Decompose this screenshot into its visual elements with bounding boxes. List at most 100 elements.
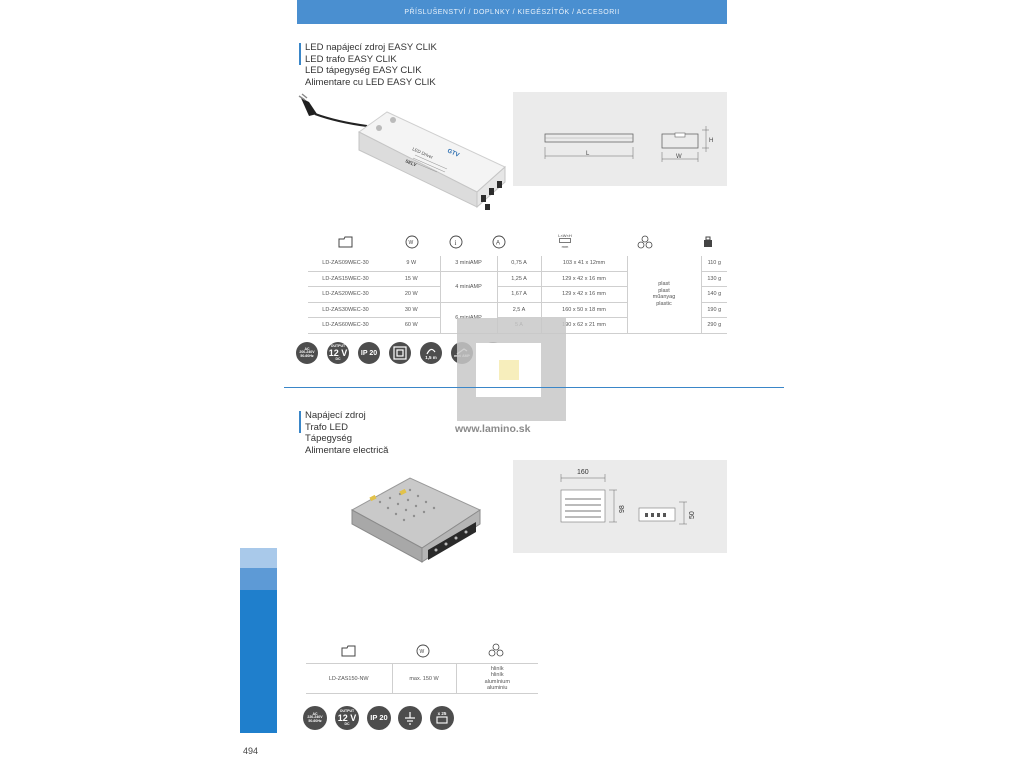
output-voltage: 12 V (337, 712, 357, 723)
side-tab-mid (240, 568, 277, 590)
dimension-drawing-panel: L W H (513, 92, 727, 186)
weight-cell: 290 g (700, 317, 727, 334)
product-code: LD-ZAS09WEC-30 (308, 256, 383, 272)
material-hu: alumínium (484, 678, 510, 685)
double-insulation-icon (389, 342, 411, 364)
dimensions-cell: 129 x 42 x 16 mm (540, 271, 627, 287)
power-cell: 20 W (383, 286, 440, 303)
product-code: LD-ZAS60WEC-30 (308, 317, 383, 334)
material-sk: hliník (490, 672, 504, 678)
ip-rating-badge: IP 20 (358, 342, 380, 364)
output-voltage-badge: OUTPUT 12 V DC (335, 706, 359, 730)
section1-title-sk: LED trafo EASY CLIK (305, 53, 397, 65)
watermark-text: www.lamino.sk (455, 423, 531, 435)
driver-brand-text: GTV (446, 148, 460, 159)
table-row: LD-ZAS15WEC-30 15 W 4 miniAMP 1,25 A 129… (308, 271, 727, 303)
ac-frequency: 50-60Hz (308, 718, 322, 723)
dimensions-cell: 129 x 42 x 16 mm (540, 286, 627, 303)
material-cz: hliník (490, 665, 504, 672)
power-cell: max. 150 W (391, 663, 456, 694)
info-icon: i (449, 235, 463, 249)
ac-input-badge: AC 220-240V 50-60Hz (303, 706, 327, 730)
dimensions-header-icon: L×W×H mm (553, 233, 577, 249)
section1-title: LED napájecí zdroj EASY CLIK LED trafo E… (299, 42, 437, 88)
outputs-cell: 4 miniAMP (439, 271, 497, 303)
section2-title-cz: Napájecí zdroj (305, 410, 366, 421)
ac-label: AC (304, 346, 310, 351)
output-dc: DC (335, 356, 341, 361)
ip-rating-badge: IP 20 (367, 706, 391, 730)
svg-text:W: W (420, 649, 425, 655)
box-icon (436, 716, 448, 724)
output-label: OUTPUT (330, 344, 346, 348)
material-icon (488, 643, 504, 657)
height-dimension-1: 98 (619, 505, 626, 513)
ac-label: AC (312, 711, 318, 716)
power-cell: 60 W (383, 317, 440, 334)
cable-length: 1,5 m (425, 354, 437, 360)
current-cell: 1,67 A (496, 286, 541, 303)
package-quantity: x 25 (437, 710, 447, 716)
height-label: H (709, 138, 713, 144)
table-row: LD-ZAS150-NW max. 150 W hliník hliník al… (306, 663, 538, 694)
output-voltage-badge: OUTPUT 12 V DC (327, 342, 349, 364)
ip-rating: IP 20 (370, 713, 388, 723)
ac-range: 200-240V (299, 350, 315, 355)
length-dimension: 160 (577, 469, 589, 476)
svg-text:W: W (409, 240, 414, 246)
weight-cell: 140 g (700, 286, 727, 303)
page-number: 494 (243, 746, 259, 756)
material-hu: műanyag (652, 294, 676, 301)
section-divider (284, 387, 784, 388)
power-watt-icon: W (416, 644, 430, 658)
output-dc: DC (344, 721, 350, 726)
dimension-drawing: L W H (544, 126, 713, 162)
ruler-icon (559, 238, 571, 243)
material-cz: plast (658, 281, 670, 288)
easy-clik-driver-photo: LED Driver GTV SELV (298, 93, 506, 210)
spec-table-1: LD-ZAS09WEC-30 9 W 3 miniAMP 0,75 A 103 … (308, 256, 727, 334)
cable-length-badge: 1,5 m (420, 342, 442, 364)
title-accent-bar (299, 43, 301, 65)
product-code: LD-ZAS20WEC-30 (308, 286, 383, 303)
output-label: OUTPUT (339, 709, 355, 713)
dims-header-label: L×W×H (558, 233, 572, 238)
section2-title-hu: Tápegység (305, 433, 353, 444)
cable-icon (426, 348, 436, 355)
material-sk: plast (658, 287, 670, 294)
folder-icon (338, 236, 353, 248)
section1-title-hu: LED tápegység EASY CLIK (305, 65, 422, 76)
ac-input-badge: AC 200-240V 50-60Hz (296, 342, 318, 364)
material-ro: plastic (656, 300, 672, 307)
ampere-icon: A (492, 235, 506, 249)
product-code: LD-ZAS15WEC-30 (308, 271, 383, 287)
header-breadcrumb: PŘÍSLUŠENSTVÍ / DOPLNKY / KIEGÉSZÍTŐK / … (297, 0, 727, 24)
ac-frequency: 50-60Hz (300, 353, 314, 358)
weight-cell: 110 g (700, 256, 727, 272)
material-ro: aluminiu (487, 685, 508, 691)
product-code: LD-ZAS30WEC-30 (308, 302, 383, 318)
section1-title-ro: Alimentare cu LED EASY CLIK (305, 76, 436, 88)
power-watt-icon: W (405, 235, 419, 249)
outputs-cell: 3 miniAMP (439, 256, 497, 272)
power-supply-photo (350, 477, 482, 563)
dimension-drawing-2: 160 98 50 (560, 469, 696, 525)
current-cell: 2,5 A (496, 302, 541, 318)
product-code: LD-ZAS150-NW (306, 663, 392, 694)
power-cell: 30 W (383, 302, 440, 318)
dimension-drawing-panel-2: 160 98 50 (513, 460, 727, 553)
spec-table-2: LD-ZAS150-NW max. 150 W hliník hliník al… (306, 663, 538, 694)
current-cell: 1,25 A (496, 271, 541, 287)
watermark-square (499, 360, 519, 380)
side-tab-dark (240, 590, 277, 733)
folder-icon (341, 645, 356, 657)
dimensions-cell: 103 x 41 x 12mm (540, 256, 627, 272)
title-accent-bar (299, 411, 301, 433)
ground-icon (398, 706, 422, 730)
ac-range: 220-240V (307, 715, 323, 720)
material-icon (637, 235, 653, 249)
section2-title-ro: Alimentare electrică (305, 444, 389, 456)
material-cell: plast plast műanyag plastic (626, 256, 701, 334)
output-voltage: 12 V (328, 347, 348, 358)
section1-title-cz: LED napájecí zdroj EASY CLIK (305, 42, 437, 53)
